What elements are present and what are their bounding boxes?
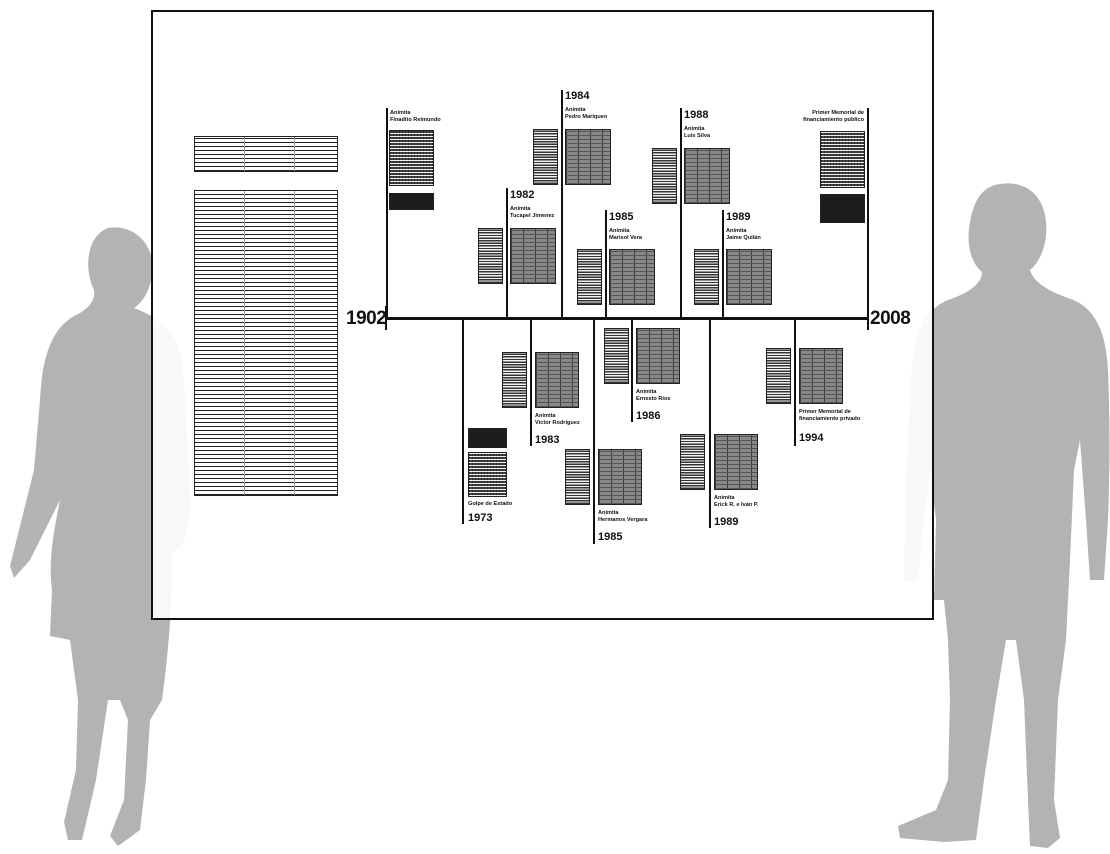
event-stem (722, 210, 724, 318)
axis-start-tick (385, 306, 387, 330)
end-year: 2008 (870, 308, 911, 329)
event-photo (565, 129, 611, 185)
event-caption: Animita Hermanos Vergara (598, 510, 648, 523)
axis-end-tick (867, 306, 869, 330)
event-photo (684, 148, 730, 204)
event-stem (631, 318, 633, 422)
event-year: 1982 (510, 189, 535, 201)
event-caption: Golpe de Estado (468, 501, 513, 507)
event-photo (468, 452, 507, 497)
event-photo (766, 348, 791, 404)
event-stem (530, 318, 532, 446)
event-year: 1989 (726, 211, 751, 223)
event-photo (468, 428, 507, 448)
event-photo (478, 228, 503, 284)
event-caption: Animita Marisol Vera (609, 228, 642, 241)
timeline-axis (385, 317, 869, 320)
event-caption: Animita Tucapel Jimenez (510, 206, 555, 219)
event-year: 1973 (468, 512, 493, 524)
index-panel-small (194, 136, 338, 172)
event-photo (636, 328, 680, 384)
event-stem (680, 108, 682, 318)
start-year: 1902 (346, 308, 387, 329)
event-year: 1989 (714, 516, 739, 528)
woman-silhouette (10, 227, 190, 847)
event-photo (609, 249, 655, 305)
event-stem (593, 318, 595, 544)
event-stem (462, 318, 464, 524)
event-photo (502, 352, 527, 408)
event-photo (565, 449, 590, 505)
event-photo (389, 193, 434, 210)
event-caption: Animita Finadito Reimundo (390, 110, 441, 123)
event-year: 1994 (799, 432, 824, 444)
event-caption: Animita Jaime Quilán (726, 228, 761, 241)
event-caption: Animita Pedro Mariqueo (565, 107, 608, 120)
event-stem (386, 108, 388, 318)
event-photo (799, 348, 843, 404)
event-photo (652, 148, 677, 204)
event-caption: Primer Memorial de financiamiento públic… (803, 110, 864, 123)
event-stem (794, 318, 796, 446)
man-silhouette (898, 183, 1110, 849)
event-photo (820, 194, 865, 223)
event-caption: Animita Luis Silva (684, 126, 711, 139)
event-year: 1986 (636, 410, 661, 422)
event-photo (389, 130, 434, 186)
event-photo (714, 434, 758, 490)
event-photo (535, 352, 579, 408)
event-photo (577, 249, 602, 305)
event-caption: Primer Memorial de financiamiento privad… (799, 409, 861, 422)
event-caption: Animita Ernesto Ríos (636, 389, 671, 402)
event-photo (604, 328, 629, 384)
event-photo (694, 249, 719, 305)
event-stem (561, 90, 563, 318)
event-photo (726, 249, 772, 305)
event-stem (709, 318, 711, 528)
event-caption: Animita Víctor Rodríguez (535, 413, 580, 426)
event-stem (867, 108, 869, 308)
event-year: 1988 (684, 109, 709, 121)
event-caption: Animita Erick R. e Iván P. (714, 495, 759, 508)
event-year: 1985 (609, 211, 634, 223)
event-year: 1984 (565, 90, 590, 102)
index-panel-large (194, 190, 338, 496)
event-stem (506, 188, 508, 318)
event-photo (820, 131, 865, 188)
event-photo (533, 129, 558, 185)
event-photo (510, 228, 556, 284)
event-stem (605, 210, 607, 318)
event-photo (680, 434, 705, 490)
event-year: 1985 (598, 531, 623, 543)
event-photo (598, 449, 642, 505)
event-year: 1983 (535, 434, 560, 446)
